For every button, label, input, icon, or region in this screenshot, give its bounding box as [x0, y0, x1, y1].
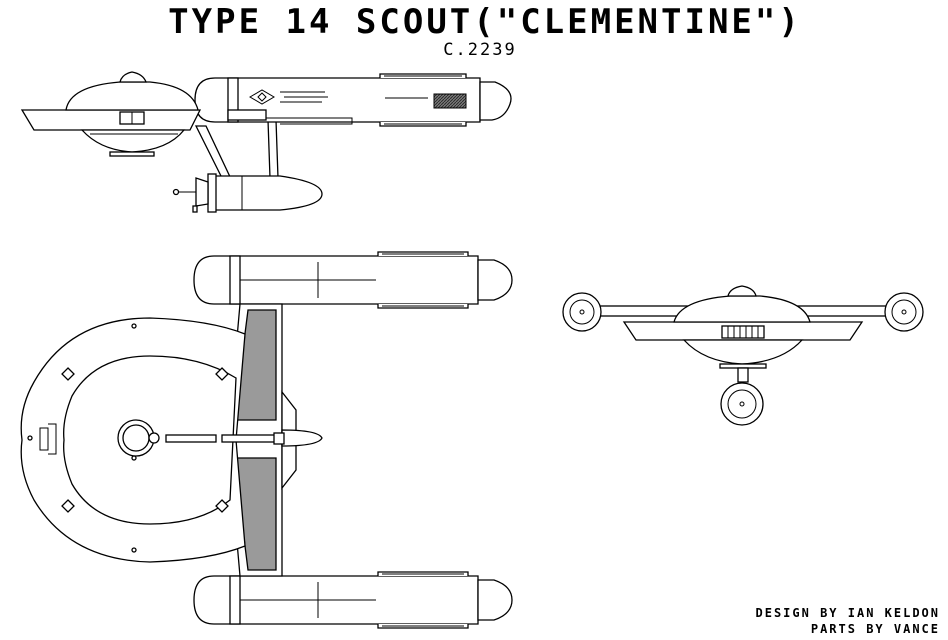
- design-credit: DESIGN BY IAN KELDON: [755, 606, 940, 620]
- top-saucer: [20, 317, 285, 563]
- top-upper-nacelle: [193, 251, 513, 309]
- front-view: [562, 285, 924, 426]
- side-secondary-hull: [172, 173, 323, 213]
- drawing-title: TYPE 14 SCOUT("CLEMENTINE"): [168, 2, 802, 42]
- front-nacelle-right: [884, 292, 924, 332]
- front-secondary-hull: [720, 382, 764, 426]
- side-nacelle: [194, 73, 512, 127]
- top-lower-nacelle: [193, 571, 513, 629]
- side-pylon: [267, 119, 279, 179]
- top-secondary-hull: [281, 429, 323, 447]
- side-saucer: [20, 71, 202, 157]
- front-nacelle-left: [562, 292, 602, 332]
- front-saucer: [622, 285, 864, 369]
- parts-credit: PARTS BY VANCE: [810, 622, 940, 636]
- side-view: [20, 71, 512, 213]
- top-view: [20, 251, 513, 629]
- drawing-date: C.2239: [443, 40, 517, 60]
